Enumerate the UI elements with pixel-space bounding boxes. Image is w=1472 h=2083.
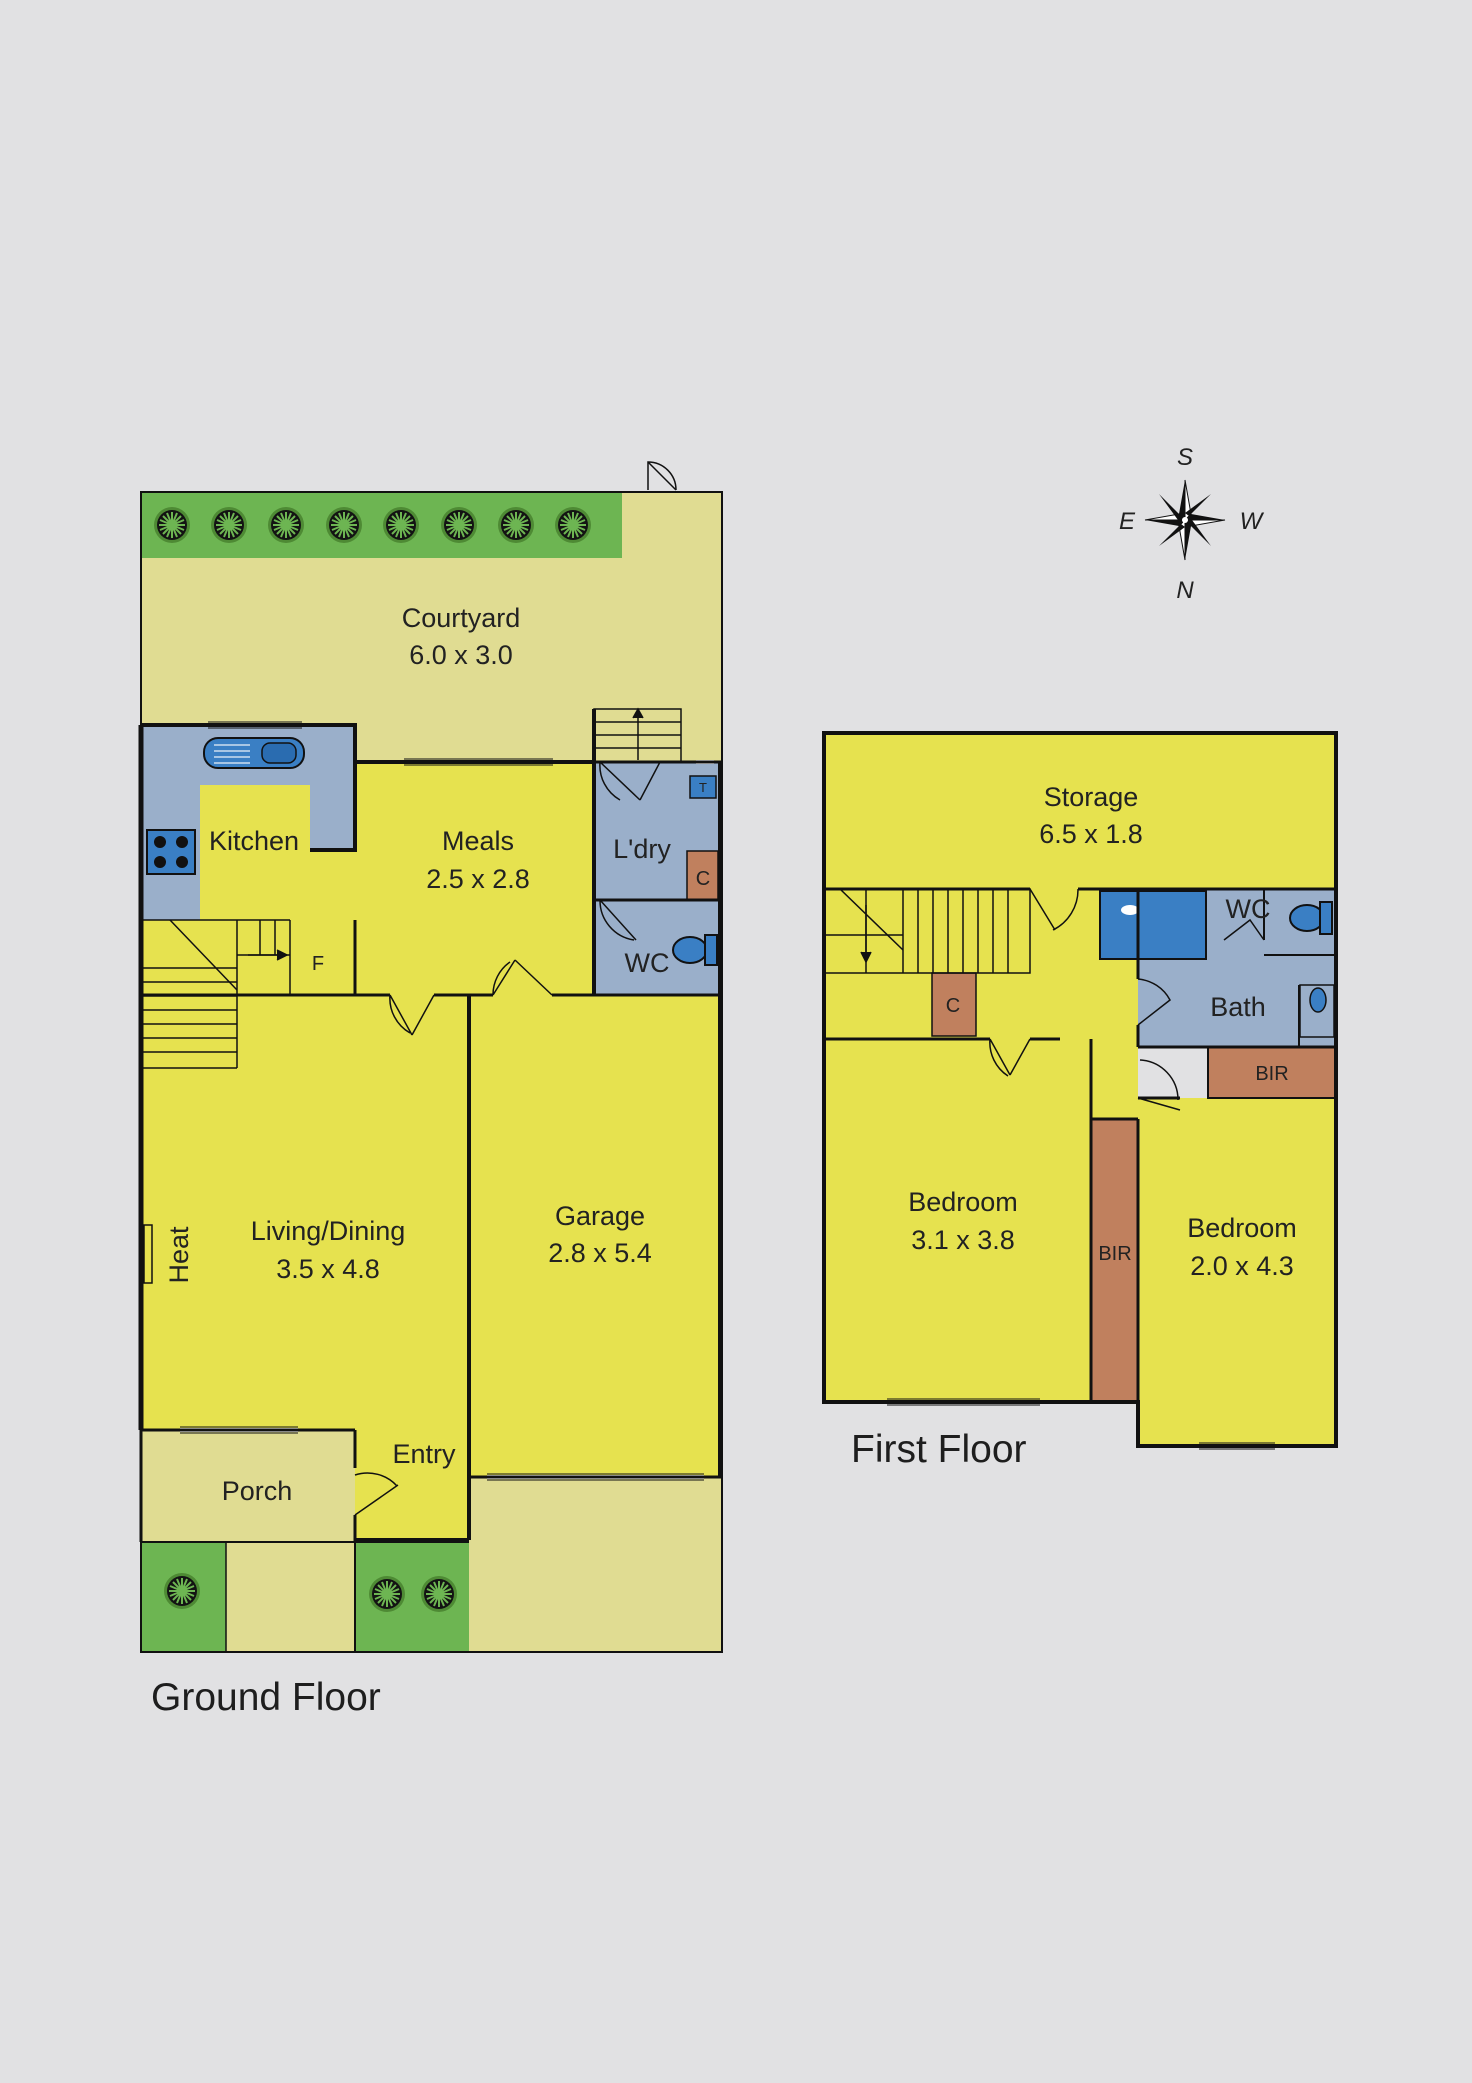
storage-label: Storage [1044, 782, 1139, 812]
garage-size: 2.8 x 5.4 [548, 1238, 652, 1268]
first-floor-plan: Storage 6.5 x 1.8 WC Bath BIR C Bedroom … [822, 731, 1338, 1471]
laundry-tub-label: T [699, 780, 707, 795]
laundry-tub-icon [689, 775, 717, 799]
kitchen-sink-icon [203, 737, 305, 769]
first-wc-label: WC [1226, 894, 1271, 924]
cooktop-icon [146, 829, 196, 875]
storage-size: 6.5 x 1.8 [1039, 819, 1143, 849]
first-walls [822, 731, 1338, 1448]
compass-top-label: S [1177, 444, 1193, 471]
toilet-icon [672, 934, 718, 966]
bir-bath [1208, 1047, 1336, 1098]
porch-label: Porch [222, 1476, 293, 1506]
bir-middle [1091, 1119, 1138, 1402]
compass-rose-icon: S E W N [1119, 444, 1265, 604]
first-floor-title: First Floor [851, 1428, 1027, 1471]
bedroom-2-label: Bedroom [1187, 1213, 1297, 1243]
bir-bath-label: BIR [1255, 1063, 1288, 1085]
entry-area [355, 1430, 469, 1540]
ground-floor-title: Ground Floor [151, 1676, 381, 1719]
compass-left-label: E [1119, 508, 1136, 535]
bedroom-2-area [1138, 1098, 1336, 1446]
linen-cupboard [931, 972, 977, 1037]
entry-label: Entry [392, 1439, 456, 1469]
bedroom-1-size: 3.1 x 3.8 [911, 1225, 1015, 1255]
front-path [226, 1542, 355, 1652]
living-dining-size: 3.5 x 4.8 [276, 1254, 380, 1284]
driveway-area [469, 1477, 722, 1652]
bedroom-1-label: Bedroom [908, 1187, 1018, 1217]
meals-label: Meals [442, 826, 514, 856]
basin-icon [1299, 984, 1335, 1038]
first-toilet-icon [1289, 901, 1333, 935]
compass-right-label: W [1240, 508, 1265, 535]
courtyard-size: 6.0 x 3.0 [409, 640, 513, 670]
bir-middle-label: BIR [1098, 1243, 1131, 1265]
bath-label: Bath [1210, 992, 1266, 1022]
meals-size: 2.5 x 2.8 [426, 864, 530, 894]
garage-area [469, 995, 720, 1477]
laundry-label: L'dry [613, 834, 671, 864]
ground-walls [138, 491, 723, 1653]
ground-doors [143, 761, 661, 1516]
bedroom-2-size: 2.0 x 4.3 [1190, 1251, 1294, 1281]
shower-icon [1099, 890, 1207, 960]
fridge-label: F [312, 953, 324, 975]
compass-bottom-label: N [1176, 577, 1194, 604]
living-dining-label: Living/Dining [251, 1216, 406, 1246]
wc-label: WC [625, 948, 670, 978]
kitchen-label: Kitchen [209, 826, 299, 856]
first-doors [989, 888, 1265, 1111]
laundry-cupboard-label: C [696, 868, 710, 890]
ground-floor-plan: T [138, 461, 723, 1719]
porch-area [141, 1430, 355, 1542]
storage-area [824, 733, 1336, 889]
courtyard-label: Courtyard [402, 603, 521, 633]
garage-label: Garage [555, 1201, 645, 1231]
heater-label: Heat [164, 1226, 194, 1284]
living-dining-area [141, 995, 469, 1430]
linen-cupboard-label: C [946, 995, 960, 1017]
bedroom-1-area [824, 1039, 1091, 1402]
